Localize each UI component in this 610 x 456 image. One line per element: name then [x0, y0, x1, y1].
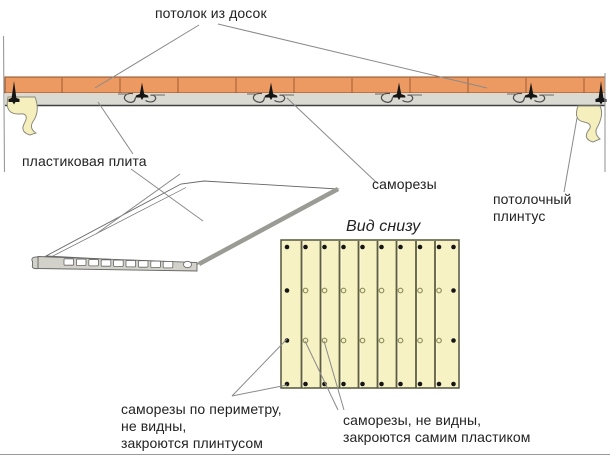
wood-board-ceiling-band: [4, 76, 606, 94]
label-ceiling-plinth: потолочный плинтус: [493, 191, 572, 225]
label-perimeter-screws: саморезы по периметру, не видны, закроют…: [121, 401, 282, 452]
label-perimeter-screws-line1: саморезы по периметру,: [121, 401, 282, 417]
label-plastic-panel: пластиковая плита: [22, 153, 147, 169]
bottom-view-panel: [280, 239, 460, 389]
label-perimeter-screws-line3: закроются плинтусом: [121, 435, 264, 451]
panel-seam-lines: [300, 241, 438, 388]
cross-section: [4, 76, 607, 143]
panel-end-cell: [183, 260, 192, 269]
screw-dots: [284, 244, 456, 387]
bottom-view-outline: [280, 239, 460, 389]
label-screws: саморезы: [372, 176, 437, 192]
board-joint-lines: [61, 78, 585, 93]
label-ceiling-plinth-line2: плинтус: [493, 208, 546, 224]
label-perimeter-screws-line2: не видны,: [121, 418, 187, 434]
panel-tongue-tip: [31, 256, 39, 270]
wall-and-frame-lines: [0, 35, 610, 456]
screw-clip-assemblies: [118, 82, 554, 103]
right-plinth: [576, 105, 603, 143]
label-bottom-view-title: Вид снизу: [346, 218, 421, 235]
label-ceiling-plinth-line1: потолочный: [493, 191, 572, 207]
leader-lines: [94, 23, 578, 411]
label-hidden-screws: саморезы, не видны, закроются самим плас…: [343, 412, 531, 446]
label-hidden-screws-line1: саморезы, не видны,: [343, 412, 482, 428]
panel-hollow-cells: [63, 258, 174, 269]
label-hidden-screws-line2: закроются самим пластиком: [343, 429, 531, 445]
perimeter-screws: [8, 81, 607, 105]
left-plinth: [6, 96, 38, 136]
pvc-panel-3d-view: [31, 180, 340, 272]
panel-groove-line: [51, 187, 187, 257]
label-ceiling-boards: потолок из досок: [155, 5, 267, 21]
panel-thick-edge: [197, 187, 340, 266]
